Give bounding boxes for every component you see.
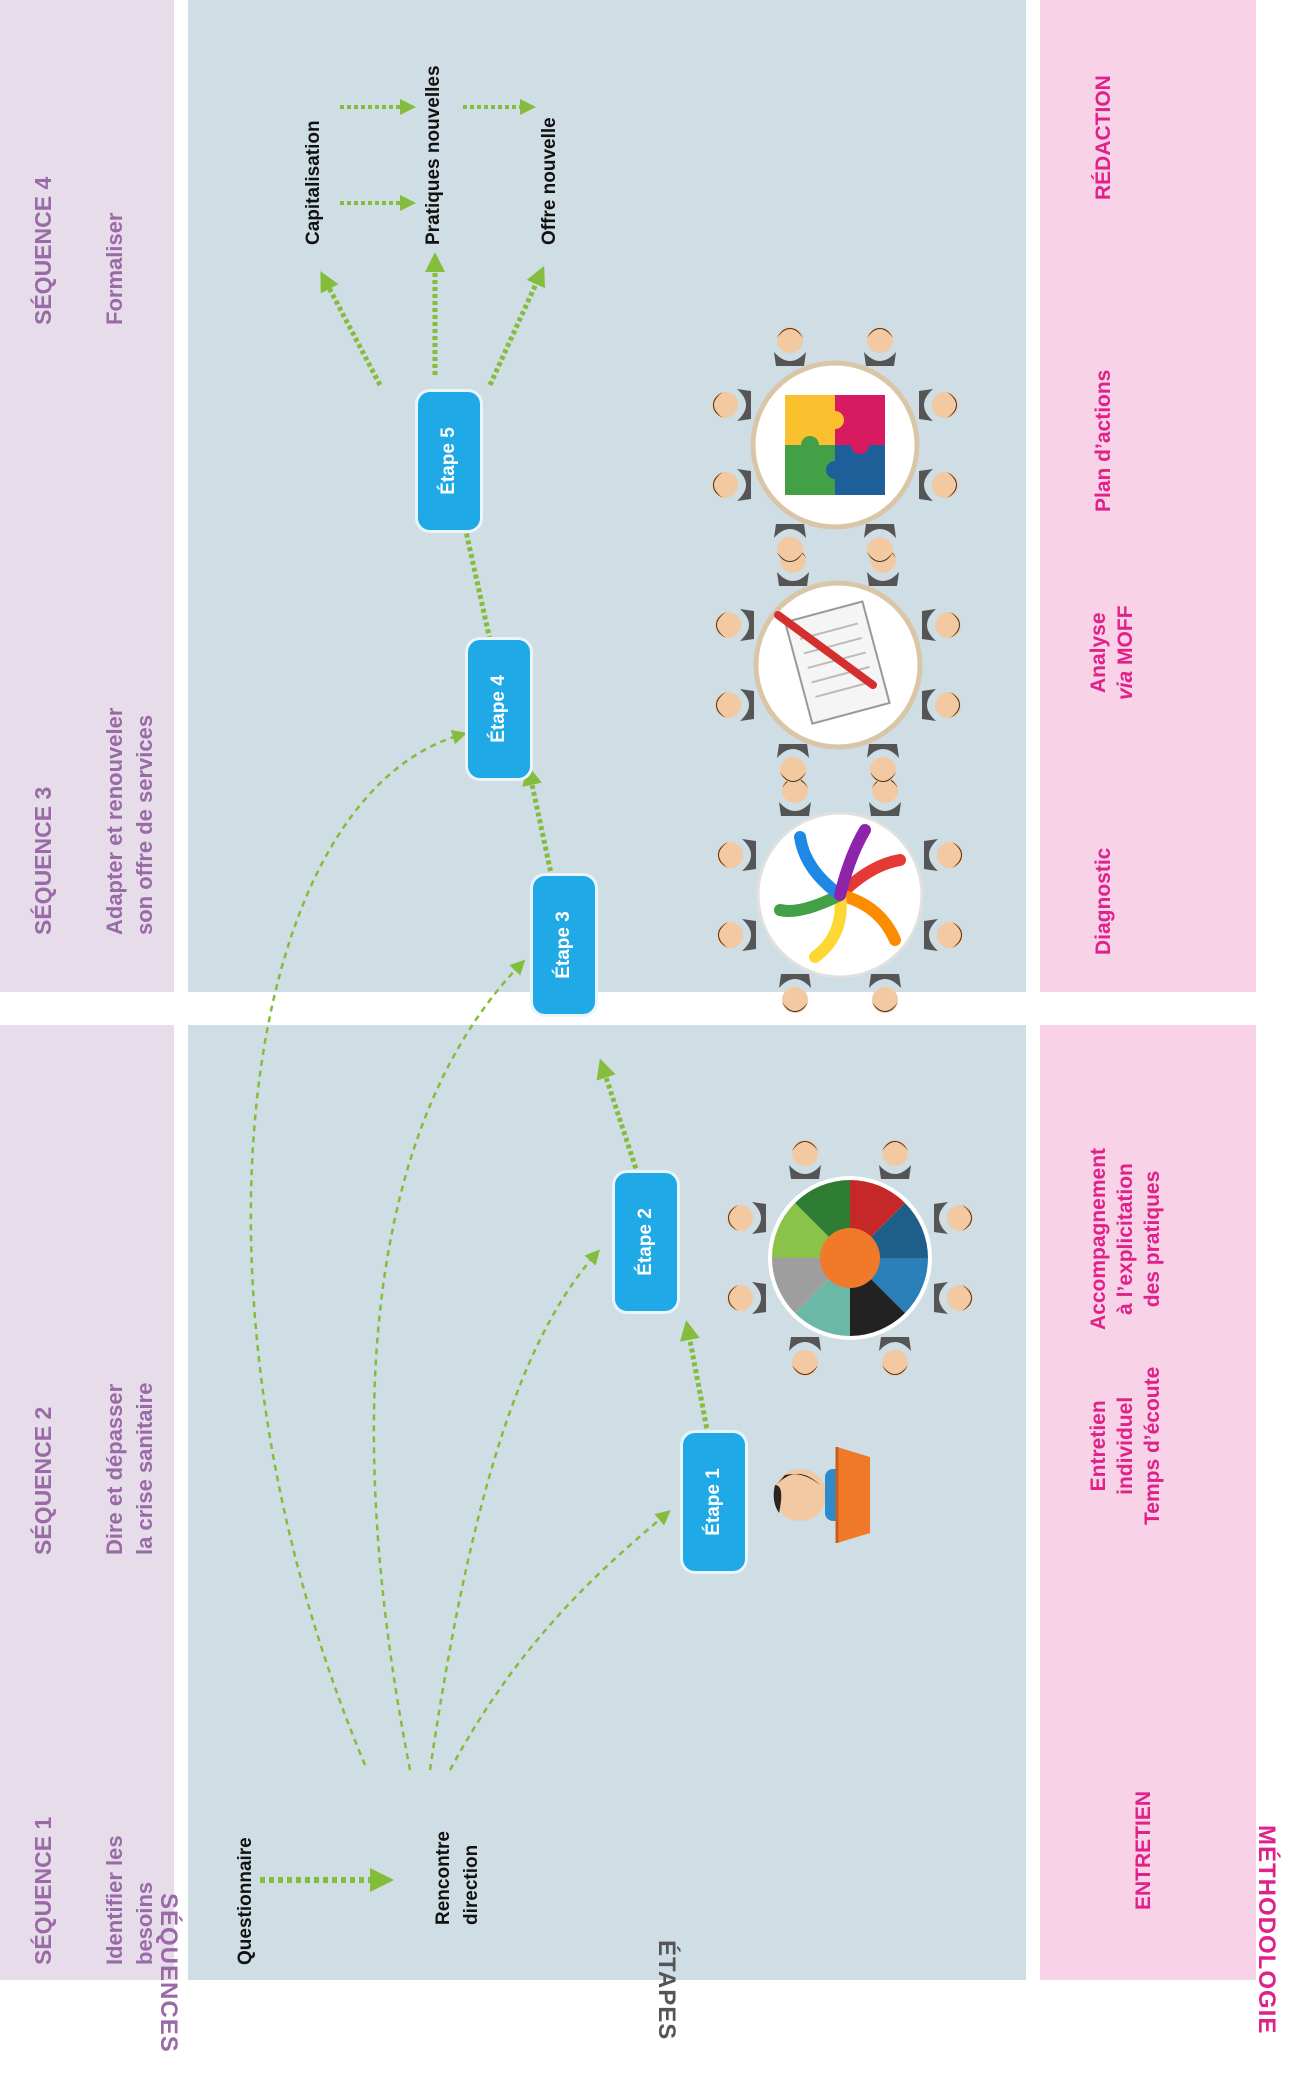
arrow-etape3-etape4 [522,765,555,879]
arrow-rencontre-etape2 [428,1249,600,1771]
etape-2-label: Étape 2 [635,1208,656,1276]
sequence-band-left [0,1025,174,1980]
methodologie-band-right [1040,0,1256,992]
sequence-band-right [0,0,174,992]
etape-2-box[interactable]: Étape 2 [615,1173,677,1311]
etape-4-label: Étape 4 [488,675,509,743]
etape-1-label: Étape 1 [703,1468,724,1536]
methodologie-diagnostic: Diagnostic [1092,847,1115,955]
methodologie-entretien: ENTRETIEN [1132,1790,1155,1910]
etape-5-label: Étape 5 [438,427,459,495]
methodologie-band-left [1040,1025,1256,1980]
methodologie-analyse-moff: Analyse via MOFF [1087,605,1137,700]
etape-4-box[interactable]: Étape 4 [468,640,530,778]
arrow-etape1-etape2 [680,1320,711,1436]
arrow-rencontre-etape3 [372,959,526,1771]
etape-3-box[interactable]: Étape 3 [533,876,595,1014]
etape-5-box[interactable]: Étape 5 [418,392,480,530]
methodologie-accompagnement: Accompagnement à l’explicitation des pra… [1087,1147,1164,1330]
node-pratiques-nouvelles: Pratiques nouvelles [423,65,444,245]
arrow-rencontre-etape4 [249,729,468,1766]
methodologie-redaction: RÉDACTION [1092,75,1115,200]
methodologie-entretien-individuel: Entretien individuel Temps d’écoute [1087,1366,1164,1525]
arrow-rencontre-etape1 [448,1510,671,1771]
arrow-etape4-etape5 [455,508,493,641]
node-offre-nouvelle: Offre nouvelle [539,117,560,245]
arrow-etape5-offre [487,265,545,387]
methodologie-plan-actions: Plan d’actions [1092,369,1115,512]
node-capitalisation: Capitalisation [303,120,324,245]
etape-3-label: Étape 3 [553,911,574,979]
node-questionnaire: Questionnaire [235,1837,256,1965]
arrow-etape5-capitalisation [320,271,383,387]
arrow-etape2-sequence3 [596,1058,641,1176]
etape-1-box[interactable]: Étape 1 [683,1433,745,1571]
